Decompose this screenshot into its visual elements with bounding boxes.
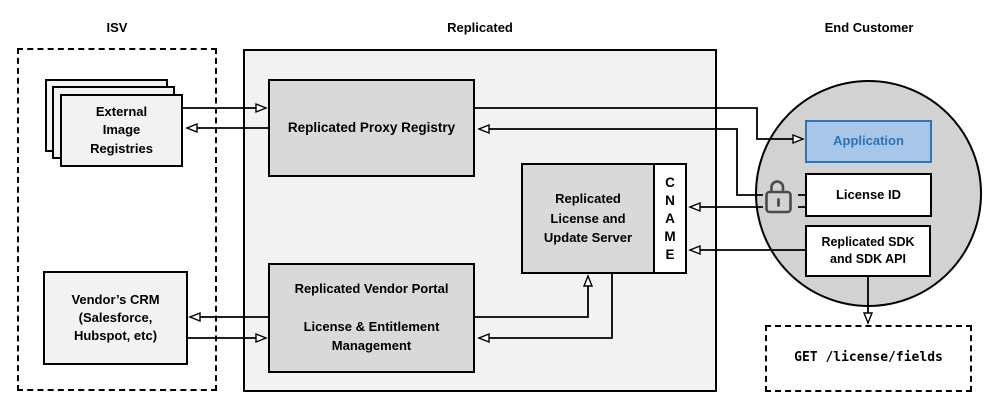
cname-letter: M: [664, 228, 676, 244]
end-customer-section-title: End Customer: [824, 20, 914, 35]
vendors-crm-label: Vendor’s CRM (Salesforce, Hubspot, etc): [71, 291, 160, 344]
license-id-label: License ID: [835, 186, 902, 202]
replicated-vendor-portal-node: Replicated Vendor Portal License & Entit…: [268, 263, 475, 373]
application-node: Application: [805, 120, 932, 163]
vendors-crm-node: Vendor’s CRM (Salesforce, Hubspot, etc): [43, 271, 188, 365]
replicated-section-title: Replicated: [447, 20, 513, 35]
cname-letter: E: [665, 246, 675, 262]
application-label: Application: [833, 133, 904, 149]
isv-section-title: ISV: [106, 20, 128, 35]
external-image-registries-node: External Image Registries: [60, 94, 183, 167]
replicated-proxy-registry-node: Replicated Proxy Registry: [268, 79, 475, 177]
replicated-sdk-label: Replicated SDK and SDK API: [821, 234, 915, 267]
license-update-server-label: Replicated License and Update Server: [543, 191, 633, 246]
external-image-registries-label: External Image Registries: [90, 104, 153, 156]
cname-letter: C: [665, 174, 675, 190]
cname-letter: N: [665, 192, 675, 208]
isv-dashed-container: [17, 48, 217, 391]
cname-strip: C N A M E: [653, 165, 685, 272]
replicated-vendor-portal-label: Replicated Vendor Portal License & Entit…: [294, 281, 449, 353]
cname-letter: A: [665, 210, 675, 226]
replicated-license-update-server-node: Replicated License and Update Server C N…: [521, 163, 687, 274]
replicated-proxy-registry-label: Replicated Proxy Registry: [287, 119, 456, 135]
get-license-fields-label: GET /license/fields: [794, 350, 943, 366]
get-license-fields-node: GET /license/fields: [765, 325, 972, 392]
license-id-node: License ID: [805, 173, 932, 217]
replicated-sdk-node: Replicated SDK and SDK API: [805, 225, 931, 277]
